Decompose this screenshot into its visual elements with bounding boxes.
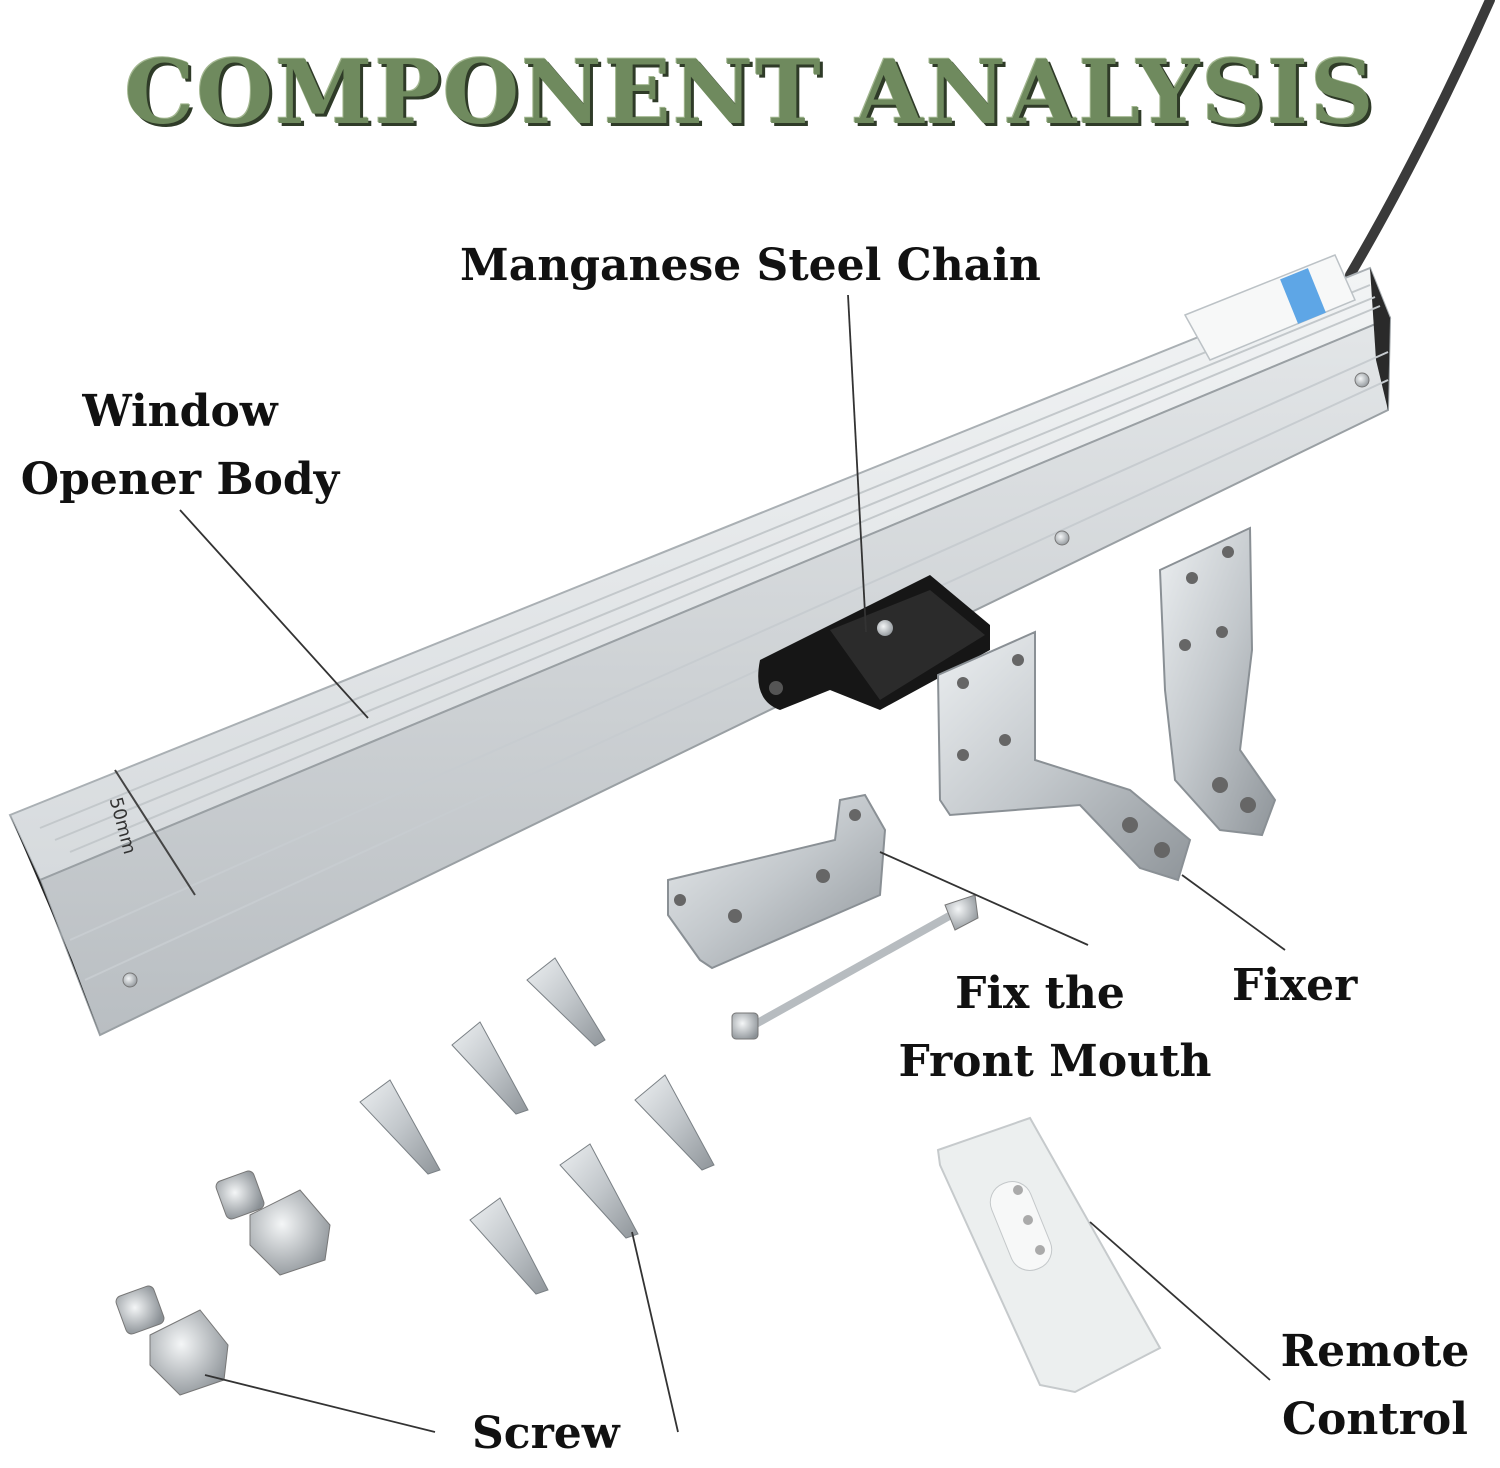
leader-lines: [179, 294, 1286, 1433]
fixer-label: Fixer: [1232, 960, 1358, 1011]
remote-control-label-line1: Remote: [1280, 1326, 1470, 1377]
fixer-bracket-small: [1158, 526, 1277, 837]
front-mouth-label-line1: Fix the: [955, 968, 1125, 1019]
remote-control: [936, 1116, 1162, 1394]
remote-control-label-line2: Control: [1282, 1394, 1468, 1445]
screw-label: Screw: [472, 1408, 620, 1459]
opener-body-label-line1: Window: [82, 386, 278, 437]
front-mouth-bracket: [667, 793, 887, 970]
opener-body: [8, 254, 1392, 1037]
fixer-bracket-large: [936, 630, 1192, 882]
chain-block: [758, 575, 990, 710]
chain-label: Manganese Steel Chain: [460, 240, 1041, 291]
front-mouth-label: Fix the Front Mouth: [880, 960, 1230, 1096]
page-title: COMPONENT ANALYSIS: [124, 40, 1376, 144]
front-mouth-label-line2: Front Mouth: [898, 1036, 1212, 1087]
power-cable: [1345, 0, 1495, 280]
hex-bolts: [115, 1170, 331, 1396]
long-bolt: [731, 894, 979, 1040]
opener-body-label-line2: Opener Body: [20, 454, 340, 505]
remote-control-label: Remote Control: [1250, 1318, 1500, 1454]
opener-body-label: Window Opener Body: [0, 378, 360, 514]
self-tapping-screws: [359, 957, 715, 1295]
